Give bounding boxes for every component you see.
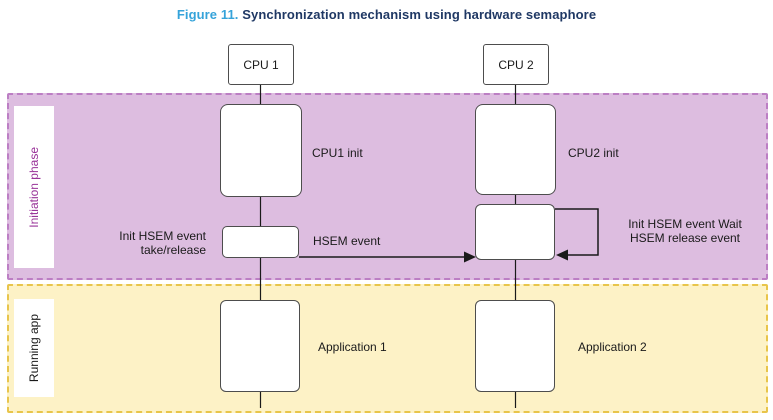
running-app-label-band: Running app — [14, 299, 54, 397]
running-app-region — [7, 284, 768, 413]
figure-caption-text: Synchronization mechanism using hardware… — [242, 7, 597, 22]
application2-box — [475, 300, 555, 392]
cpu1-box: CPU 1 — [228, 44, 294, 85]
application1-box — [220, 300, 300, 392]
hsem-wait-label-line2: HSEM release event — [629, 231, 741, 245]
hsem-event-label: HSEM event — [313, 234, 381, 248]
figure-number: Figure 11. — [176, 7, 239, 22]
hsem-wait-label: Init HSEM event Wait HSEM release event — [600, 217, 770, 245]
initiation-phase-region — [7, 93, 768, 280]
application2-label: Application 2 — [578, 340, 647, 354]
hsem-take-release-label: Init HSEM event take/release — [86, 229, 206, 257]
cpu1-box-label: CPU 1 — [243, 57, 279, 72]
initiation-phase-label-band: Initiation phase — [14, 106, 54, 268]
hsem-take-release-label-line2: take/release — [140, 242, 206, 257]
figure-caption: Figure 11. Synchronization mechanism usi… — [0, 7, 773, 22]
initiation-phase-label: Initiation phase — [27, 146, 41, 228]
running-app-label: Running app — [27, 313, 41, 383]
cpu2-init-label: CPU2 init — [568, 146, 619, 160]
cpu2-box: CPU 2 — [483, 44, 549, 85]
hsem-wait-label-line1: Init HSEM event Wait — [628, 217, 742, 231]
hsem-wait-box — [475, 204, 555, 260]
cpu1-init-label: CPU1 init — [312, 146, 363, 160]
application1-label: Application 1 — [318, 340, 387, 354]
cpu2-box-label: CPU 2 — [498, 57, 534, 72]
cpu1-init-box — [220, 104, 302, 197]
hsem-take-release-box — [222, 226, 299, 258]
cpu2-init-box — [475, 104, 556, 195]
hsem-take-release-label-line1: Init HSEM event — [119, 229, 206, 243]
